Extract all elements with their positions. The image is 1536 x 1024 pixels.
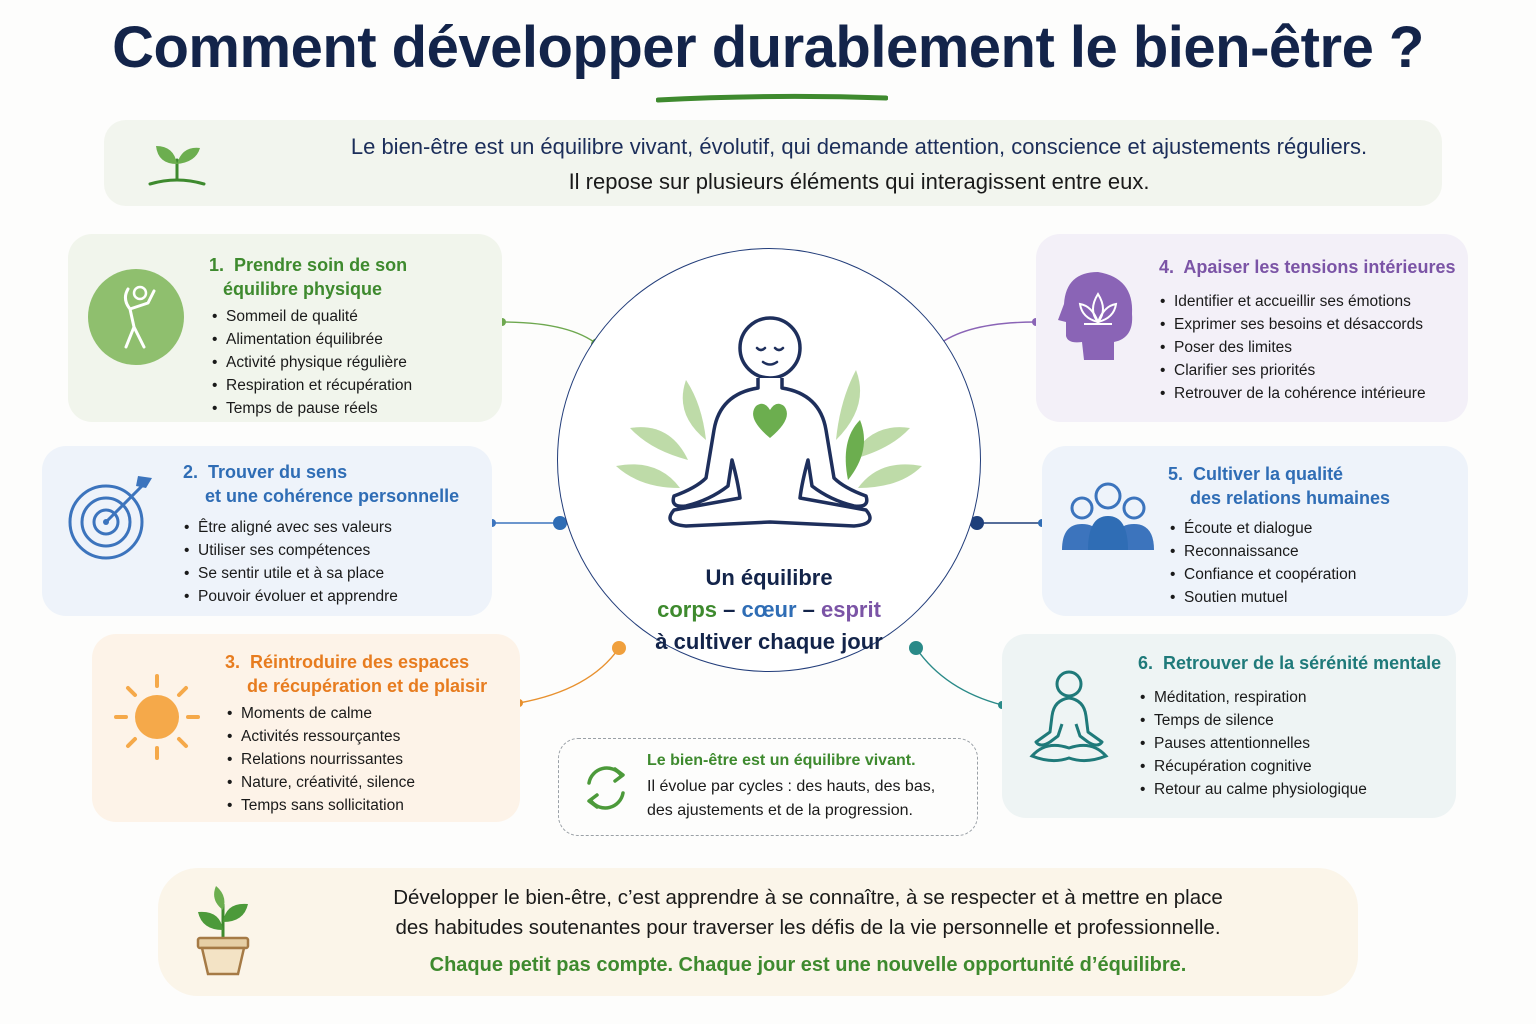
card2-number: 2. [183, 462, 199, 482]
footer-line2: des habitudes soutenantes pour traverser… [395, 916, 1221, 939]
card2-title-line1: 2. Trouver du sens [183, 460, 459, 484]
sun-icon [112, 672, 202, 762]
list-item: Activité physique régulière [212, 351, 412, 374]
card4-title-text: Apaiser les tensions intérieures [1183, 257, 1456, 277]
list-item: Relations nourrissantes [227, 748, 415, 771]
card3-title-line2: de récupération et de plaisir [247, 676, 488, 696]
center-line2: corps – cœur – esprit [557, 597, 981, 623]
dash-1: – [723, 597, 736, 622]
cycle-title: Le bien-être est un équilibre vivant. [647, 752, 916, 769]
cycle-line1: Il évolue par cycles : des hauts, des ba… [647, 778, 936, 795]
word-esprit: esprit [821, 597, 881, 622]
card1-title-line1: 1. Prendre soin de son [209, 253, 407, 277]
cycle-note-box: Le bien-être est un équilibre vivant. Il… [558, 738, 978, 836]
list-item: Temps sans sollicitation [227, 794, 415, 817]
list-item: Alimentation équilibrée [212, 328, 412, 351]
potted-plant-icon [188, 882, 258, 978]
target-arrow-icon [66, 472, 156, 562]
list-item: Activités ressourçantes [227, 725, 415, 748]
footer-box: Développer le bien-être, c’est apprendre… [158, 868, 1358, 996]
meditation-person-icon [1026, 668, 1112, 768]
list-item: Pauses attentionnelles [1140, 732, 1367, 755]
card-physical-balance: 1. Prendre soin de son équilibre physiqu… [68, 234, 502, 422]
intro-text-line2: Il repose sur plusieurs éléments qui int… [568, 169, 1150, 194]
card3-title-text: Réintroduire des espaces [250, 652, 470, 672]
page-title: Comment développer durablement le bien-ê… [112, 15, 1424, 80]
list-item: Poser des limites [1160, 336, 1426, 359]
card1-number: 1. [209, 255, 225, 275]
list-item: Soutien mutuel [1170, 586, 1356, 609]
card1-title-text: Prendre soin de son [234, 255, 408, 275]
cycle-arrows-icon [579, 761, 633, 815]
intro-text-line1: Le bien-être est un équilibre vivant, év… [350, 134, 1368, 159]
list-item: Méditation, respiration [1140, 686, 1367, 709]
card4-title-line1: 4. Apaiser les tensions intérieures [1159, 255, 1455, 279]
list-item: Nature, créativité, silence [227, 771, 415, 794]
card-inner-tensions: 4. Apaiser les tensions intérieures Iden… [1036, 234, 1468, 422]
card1-list: Sommeil de qualité Alimentation équilibr… [212, 305, 412, 420]
list-item: Être aligné avec ses valeurs [184, 516, 398, 539]
list-item: Utiliser ses compétences [184, 539, 398, 562]
card-recovery-pleasure: 3. Réintroduire des espaces de récupérat… [92, 634, 520, 822]
list-item: Clarifier ses priorités [1160, 359, 1426, 382]
list-item: Exprimer ses besoins et désaccords [1160, 313, 1426, 336]
card2-title-text: Trouver du sens [208, 462, 348, 482]
card2-list: Être aligné avec ses valeurs Utiliser se… [184, 516, 398, 608]
list-item: Retour au calme physiologique [1140, 778, 1367, 801]
center-line1: Un équilibre [705, 565, 833, 590]
sprout-icon [142, 134, 212, 190]
card6-title-line1: 6. Retrouver de la sérénité mentale [1138, 651, 1441, 675]
word-coeur: cœur [741, 597, 797, 622]
footer-line3: Chaque petit pas compte. Chaque jour est… [429, 954, 1187, 976]
card5-title-line1: 5. Cultiver la qualité [1168, 462, 1390, 486]
word-corps: corps [657, 597, 717, 622]
list-item: Moments de calme [227, 702, 415, 725]
list-item: Retrouver de la cohérence intérieure [1160, 382, 1426, 405]
meditating-figure-heart-icon [610, 310, 930, 550]
card2-title-line2: et une cohérence personnelle [205, 486, 460, 506]
card-meaning-coherence: 2. Trouver du sens et une cohérence pers… [42, 446, 492, 616]
card1-title-line2: équilibre physique [223, 279, 383, 299]
card5-title-text: Cultiver la qualité [1193, 464, 1344, 484]
list-item: Temps de silence [1140, 709, 1367, 732]
list-item: Écoute et dialogue [1170, 517, 1356, 540]
card3-list: Moments de calme Activités ressourçantes… [227, 702, 415, 817]
center-line3: à cultiver chaque jour [655, 629, 883, 654]
footer-line1: Développer le bien-être, c’est apprendre… [393, 886, 1223, 909]
people-group-icon [1058, 480, 1158, 556]
list-item: Récupération cognitive [1140, 755, 1367, 778]
list-item: Identifier et accueillir ses émotions [1160, 290, 1426, 313]
card3-title-line1: 3. Réintroduire des espaces [225, 650, 487, 674]
card3-number: 3. [225, 652, 241, 672]
title-underline [656, 93, 888, 103]
list-item: Sommeil de qualité [212, 305, 412, 328]
list-item: Confiance et coopération [1170, 563, 1356, 586]
card4-list: Identifier et accueillir ses émotions Ex… [1160, 290, 1426, 405]
card5-number: 5. [1168, 464, 1184, 484]
cycle-line2: des ajustements et de la progression. [647, 802, 913, 819]
stretching-person-icon [88, 269, 184, 365]
list-item: Reconnaissance [1170, 540, 1356, 563]
list-item: Temps de pause réels [212, 397, 412, 420]
card5-list: Écoute et dialogue Reconnaissance Confia… [1170, 517, 1356, 609]
card4-number: 4. [1159, 257, 1175, 277]
card6-list: Méditation, respiration Temps de silence… [1140, 686, 1367, 801]
intro-box: Le bien-être est un équilibre vivant, év… [104, 120, 1442, 206]
card6-number: 6. [1138, 653, 1154, 673]
card6-title-text: Retrouver de la sérénité mentale [1163, 653, 1442, 673]
card-human-relations: 5. Cultiver la qualité des relations hum… [1042, 446, 1468, 616]
head-lotus-icon [1054, 264, 1138, 364]
card-mental-serenity: 6. Retrouver de la sérénité mentale Médi… [1002, 634, 1456, 818]
dash-2: – [802, 597, 815, 622]
card5-title-line2: des relations humaines [1190, 488, 1391, 508]
list-item: Respiration et récupération [212, 374, 412, 397]
list-item: Se sentir utile et à sa place [184, 562, 398, 585]
list-item: Pouvoir évoluer et apprendre [184, 585, 398, 608]
